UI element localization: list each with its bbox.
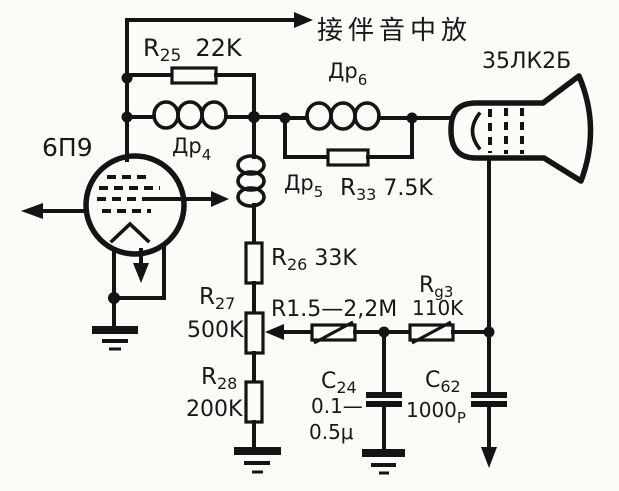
choke-dr6-parallel-r33 <box>283 101 454 167</box>
arrow-down-icon <box>481 447 497 468</box>
choke-dr5 <box>236 115 266 245</box>
crt-cathode <box>470 111 482 151</box>
crt-35lk2b <box>448 73 594 184</box>
resistor-r28 <box>244 380 264 451</box>
r27-ref-label: R27 <box>199 284 235 313</box>
capacitor-c62 <box>471 392 507 468</box>
crt-funnel <box>540 73 594 184</box>
crt-35lk2b-label: 35ЛК2Б <box>482 49 571 74</box>
resistor-r25 <box>125 66 256 117</box>
junction-dot <box>121 72 133 84</box>
ground-symbol-c24 <box>362 449 405 475</box>
ground-symbol-r28 <box>234 447 281 474</box>
arrow-right-icon <box>211 191 229 207</box>
resistor-r26 <box>244 241 264 315</box>
top-feed-wire <box>125 12 313 80</box>
crt-neck <box>448 100 546 161</box>
arrow-down-icon <box>133 263 149 283</box>
tube-6p9-label: 6П9 <box>42 133 93 162</box>
rg3-value-label: 110K <box>412 296 464 320</box>
c24-value1-label: 0.1— <box>311 394 363 418</box>
r28-value-label: 200K <box>186 397 243 422</box>
arrow-left-icon <box>21 203 43 219</box>
junction-dot <box>108 292 120 304</box>
tube-cathode-caret <box>109 221 151 244</box>
dr5-label: Др5 <box>284 171 323 201</box>
note-to-sound-if: 接伴音中放 <box>317 16 472 46</box>
junction-dot <box>378 326 390 338</box>
resistor-body <box>244 311 265 355</box>
choke-dr4 <box>125 100 256 130</box>
r28-ref-label: R28 <box>201 364 237 393</box>
tube-6p9 <box>21 153 229 330</box>
wiper-arrow-icon <box>265 324 284 340</box>
c62-value-label: 1000P <box>406 398 466 427</box>
variable-resistor-rvar <box>265 320 386 345</box>
c62-ref-label: C62 <box>425 368 461 396</box>
variable-resistor-rg3 <box>382 320 491 345</box>
resistor-body <box>170 66 218 85</box>
c24-value2-label: 0.5μ <box>309 420 354 444</box>
junction-dots <box>108 72 495 338</box>
junction-dot <box>248 111 260 123</box>
resistor-body <box>244 380 264 424</box>
tube-envelope <box>83 153 187 257</box>
ground-symbol-tube <box>92 326 138 351</box>
arrow-right-icon <box>294 12 313 28</box>
resistor-body <box>244 241 264 285</box>
junction-dot <box>121 111 133 123</box>
rg3-ref-label: Rg3 <box>419 273 453 301</box>
rvar-label: R1.5—2,2M <box>271 297 397 322</box>
potentiometer-r27 <box>244 311 265 384</box>
capacitor-c24 <box>366 330 402 453</box>
junction-dot <box>279 112 291 124</box>
junction-dot <box>483 326 495 338</box>
r27-value-label: 500K <box>187 318 244 343</box>
dr6-label: Др6 <box>328 59 367 89</box>
junction-dot <box>406 112 418 124</box>
c24-ref-label: C24 <box>321 369 357 397</box>
dr4-label: Др4 <box>172 134 211 164</box>
resistor-body-r33 <box>326 148 370 167</box>
